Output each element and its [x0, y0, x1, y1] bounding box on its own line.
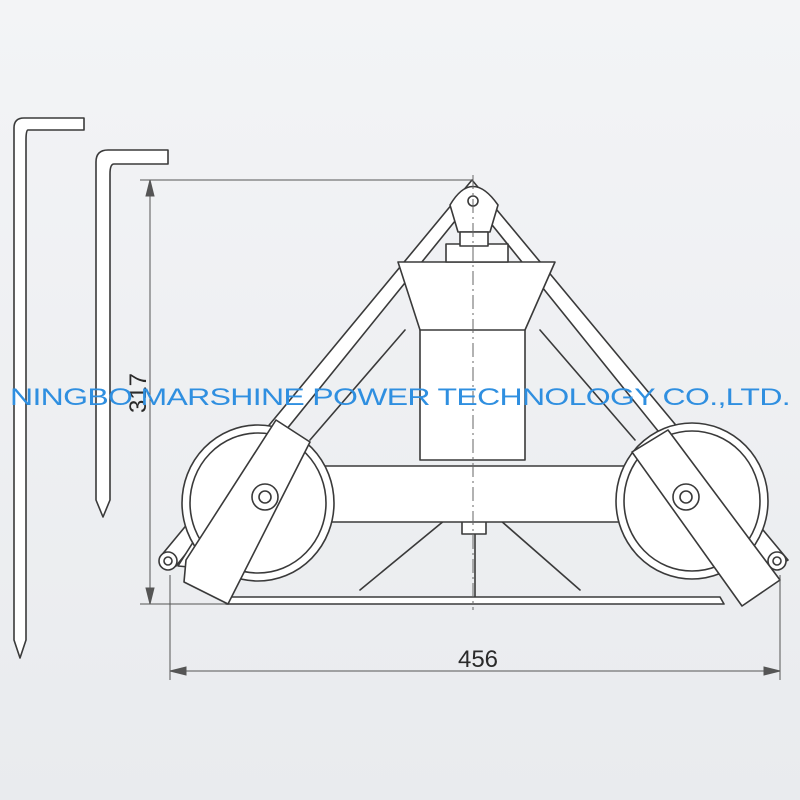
left-pulley [181, 419, 335, 605]
right-pulley [615, 422, 781, 607]
dimension-lines [140, 179, 781, 680]
inner-struts [309, 329, 636, 599]
width-dimension-label: 456 [458, 646, 498, 673]
watermark-text: NINGBO MARSHINE POWER TECHNOLOGY CO.,LTD… [10, 384, 790, 411]
ground-stake-short [95, 149, 169, 518]
base-plate [225, 596, 725, 605]
height-dimension-label: 317 [125, 373, 152, 413]
central-roller [397, 231, 556, 535]
ground-stake-long [13, 117, 85, 659]
